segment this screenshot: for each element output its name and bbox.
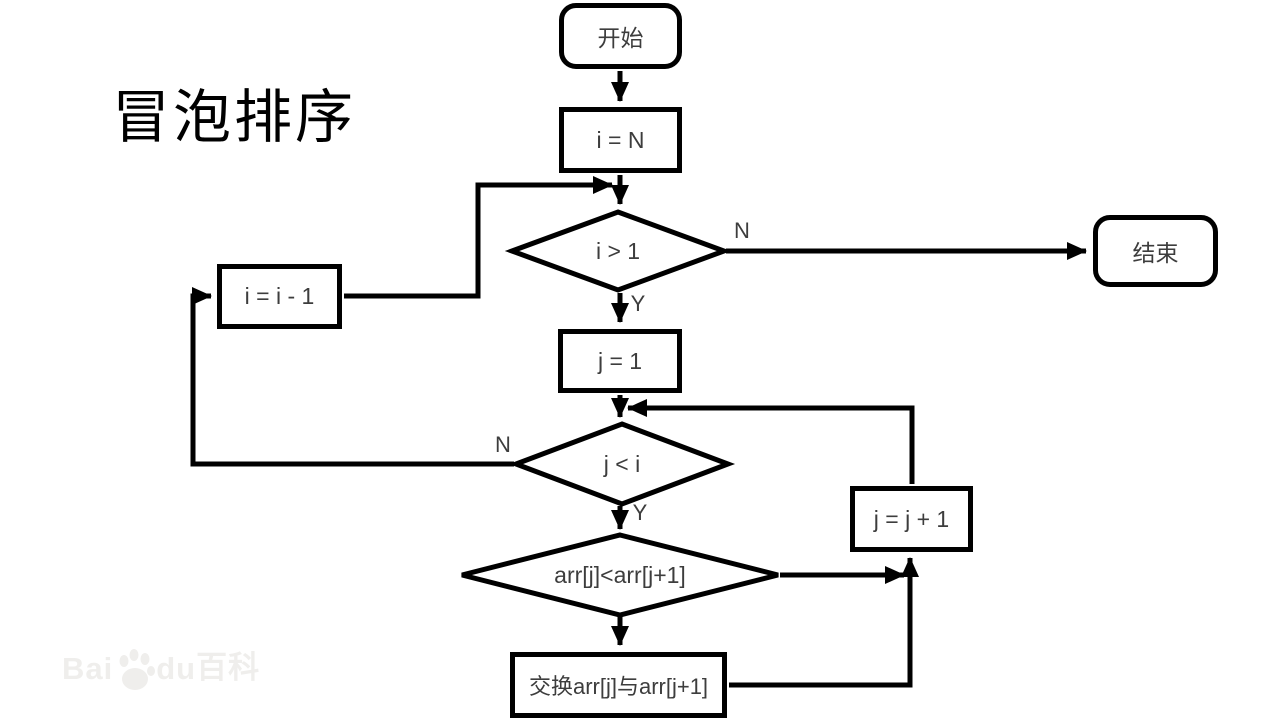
baidu-baike-watermark: Bai du 百科	[62, 642, 261, 690]
swap-node-label: 交换arr[j]与arr[j+1]	[528, 674, 709, 699]
cond-arr-diamond-shape	[461, 532, 779, 618]
end-node-label: 结束	[1132, 240, 1179, 266]
watermark-text-bai: Bai	[62, 651, 114, 686]
init-j-node-label: j = 1	[597, 347, 643, 374]
edge-dec-i-loop-to-cond-i	[344, 176, 614, 299]
edge-swap-to-inc-j	[729, 556, 920, 688]
watermark-text-baike: 百科	[196, 650, 261, 685]
cond-i-no-label: N	[734, 218, 750, 243]
cond-j-yes-label: Y	[632, 500, 648, 525]
dec-i-node-label: i = i - 1	[244, 283, 315, 309]
cond-i-yes-label: Y	[630, 291, 646, 316]
start-node: 开始	[559, 3, 682, 69]
page-title: 冒泡排序	[112, 85, 357, 150]
cond-i-diamond-shape	[504, 209, 732, 293]
watermark-text-du: du	[156, 651, 197, 686]
edge-inc-j-loop-to-cond-j	[626, 398, 915, 484]
inc-j-node-label: j = j + 1	[873, 505, 950, 532]
inc-j-node: j = j + 1	[850, 486, 973, 552]
start-node-label: 开始	[597, 25, 644, 51]
init-i-node-label: i = N	[596, 126, 645, 153]
swap-node: 交换arr[j]与arr[j+1]	[510, 652, 727, 718]
cond-j-diamond-shape	[508, 421, 736, 507]
dec-i-node: i = i - 1	[217, 264, 342, 329]
end-node: 结束	[1093, 215, 1218, 287]
edge-cond-j-no-to-dec-i	[190, 287, 514, 467]
cond-j-no-label: N	[495, 432, 511, 457]
init-i-node: i = N	[559, 107, 682, 173]
paw-icon	[119, 649, 156, 690]
init-j-node: j = 1	[558, 329, 682, 393]
